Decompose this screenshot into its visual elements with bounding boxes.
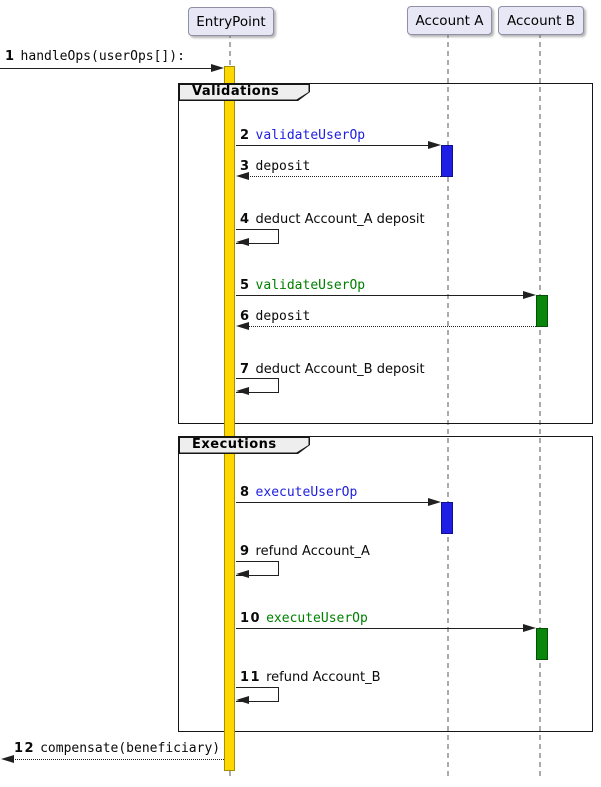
message-3-arrowhead: [236, 172, 249, 180]
message-4-selfloop: [236, 229, 279, 244]
message-6-arrow: [248, 326, 536, 327]
message-8-num: 8: [240, 485, 251, 500]
message-9-text: refund Account_A: [255, 544, 370, 559]
message-5-num: 5: [240, 278, 251, 293]
message-7-text: deduct Account_B deposit: [255, 362, 425, 377]
message-11-label: 11 refund Account_B: [240, 670, 381, 685]
message-3-arrow: [248, 176, 441, 177]
participant-account-b-label: Account B: [506, 12, 576, 29]
account-b-activation-2: [536, 628, 548, 660]
message-8-arrowhead: [428, 498, 441, 506]
message-6-label: 6 deposit: [240, 309, 310, 324]
message-5-arrow: [236, 295, 524, 296]
message-4-num: 4: [240, 212, 251, 227]
account-a-activation-1: [441, 145, 453, 177]
message-2-text: validateUserOp: [255, 128, 366, 143]
message-4-label: 4 deduct Account_A deposit: [240, 212, 425, 227]
lifeline-account-a: [447, 33, 449, 780]
message-2-label: 2 validateUserOp: [240, 128, 365, 143]
message-2-num: 2: [240, 128, 251, 143]
message-1-text: handleOps(userOps[]):: [20, 49, 185, 64]
message-12-num: 12: [14, 741, 36, 756]
participant-account-b: Account B: [498, 6, 584, 35]
frame-validations-tab-fill: [179, 84, 309, 100]
entrypoint-activation-bar: [224, 66, 235, 771]
message-1-arrow: [0, 68, 212, 69]
message-11-arrowhead: [236, 696, 249, 704]
message-3-num: 3: [240, 159, 251, 174]
message-4-text: deduct Account_A deposit: [255, 212, 425, 227]
participant-entrypoint: EntryPoint: [188, 7, 274, 36]
message-7-selfloop: [236, 378, 279, 393]
message-9-selfloop: [236, 561, 279, 576]
participant-account-a-label: Account A: [415, 12, 484, 29]
message-6-arrowhead: [236, 322, 249, 330]
message-8-text: executeUserOp: [255, 485, 358, 500]
message-1-num: 1: [5, 49, 16, 64]
message-12-arrowhead: [1, 755, 14, 763]
message-10-text: executeUserOp: [266, 611, 368, 626]
message-4-arrowhead: [236, 238, 249, 246]
message-11-selfloop: [236, 687, 279, 702]
message-11-text: refund Account_B: [266, 670, 381, 685]
frame-validations-label: Validations: [192, 84, 280, 99]
participant-entrypoint-label: EntryPoint: [196, 13, 266, 30]
message-1-arrowhead: [211, 64, 224, 72]
message-10-arrowhead: [523, 624, 536, 632]
message-5-text: validateUserOp: [255, 278, 366, 293]
message-7-arrowhead: [236, 387, 249, 395]
message-9-num: 9: [240, 544, 251, 559]
message-12-label: 12 compensate(beneficiary): [14, 741, 220, 756]
message-5-arrowhead: [523, 291, 536, 299]
frame-validations: [178, 83, 593, 424]
message-12-text: compensate(beneficiary): [40, 741, 221, 756]
message-3-text: deposit: [255, 159, 311, 174]
message-6-text: deposit: [255, 309, 311, 324]
account-b-activation-1: [536, 295, 548, 327]
message-7-label: 7 deduct Account_B deposit: [240, 362, 425, 377]
message-9-label: 9 refund Account_A: [240, 544, 370, 559]
message-6-num: 6: [240, 309, 251, 324]
message-11-num: 11: [240, 670, 262, 685]
message-12-arrow: [13, 759, 224, 760]
frame-executions-label: Executions: [192, 437, 277, 452]
message-7-num: 7: [240, 362, 251, 377]
participant-account-a: Account A: [407, 6, 492, 35]
message-2-arrow: [236, 145, 429, 146]
frame-validations-tab: Validations: [178, 83, 310, 101]
message-2-arrowhead: [428, 141, 441, 149]
message-9-arrowhead: [236, 570, 249, 578]
frame-executions: [178, 436, 593, 732]
frame-executions-tab-fill: [179, 437, 309, 453]
message-8-arrow: [236, 502, 429, 503]
message-3-label: 3 deposit: [240, 159, 310, 174]
lifeline-account-b: [539, 33, 541, 780]
account-a-activation-2: [441, 502, 453, 534]
message-10-label: 10 executeUserOp: [240, 611, 368, 626]
frame-executions-tab: Executions: [178, 436, 310, 454]
message-10-arrow: [236, 628, 524, 629]
message-5-label: 5 validateUserOp: [240, 278, 365, 293]
message-8-label: 8 executeUserOp: [240, 485, 357, 500]
message-1-label: 1 handleOps(userOps[]):: [5, 49, 185, 64]
message-10-num: 10: [240, 611, 262, 626]
